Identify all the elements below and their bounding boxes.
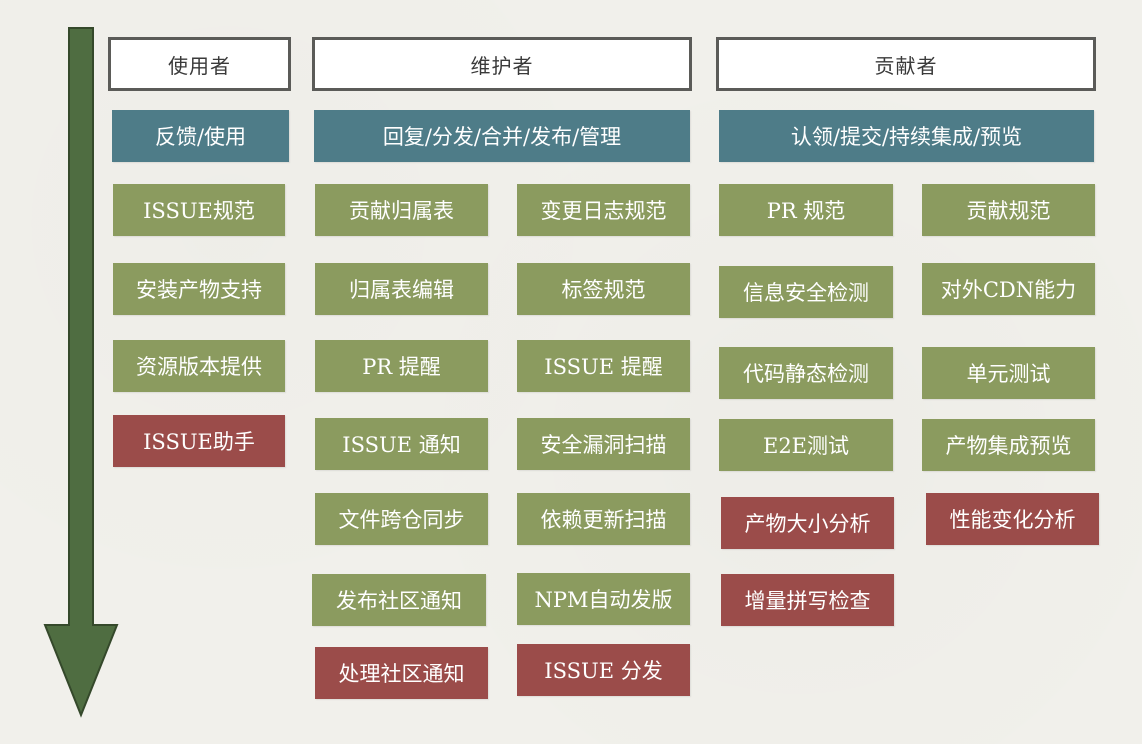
header-user: 使用者 xyxy=(108,37,291,91)
node-issue-dispatch: ISSUE 分发 xyxy=(517,644,690,696)
node-static-code-check: 代码静态检测 xyxy=(719,347,893,399)
node-issue-assistant: ISSUE助手 xyxy=(113,415,285,467)
node-changelog-spec: 变更日志规范 xyxy=(517,184,690,236)
node-attribution-edit: 归属表编辑 xyxy=(315,263,488,315)
node-e2e-test: E2E测试 xyxy=(719,419,893,471)
node-issue-spec: ISSUE规范 xyxy=(113,184,285,236)
node-publish-community-notice: 发布社区通知 xyxy=(312,574,486,626)
node-pr-reminder: PR 提醒 xyxy=(315,340,488,392)
category-user: 反馈/使用 xyxy=(112,110,289,162)
node-npm-auto-release: NPM自动发版 xyxy=(517,573,690,625)
header-maintainer: 维护者 xyxy=(312,37,692,91)
node-unit-test: 单元测试 xyxy=(922,347,1095,399)
node-bundle-size-analysis: 产物大小分析 xyxy=(721,497,894,549)
category-contributor: 认领/提交/持续集成/预览 xyxy=(719,110,1094,162)
node-incremental-spell-check: 增量拼写检查 xyxy=(721,574,894,626)
node-issue-reminder: ISSUE 提醒 xyxy=(517,340,690,392)
flow-arrow xyxy=(43,27,119,718)
node-resource-version: 资源版本提供 xyxy=(113,340,285,392)
node-info-security-check: 信息安全检测 xyxy=(719,266,893,318)
node-pr-spec: PR 规范 xyxy=(719,184,893,236)
header-contributor: 贡献者 xyxy=(716,37,1096,91)
node-label-spec: 标签规范 xyxy=(517,263,690,315)
node-handle-community-notice: 处理社区通知 xyxy=(315,647,488,699)
node-install-artifact-support: 安装产物支持 xyxy=(113,263,285,315)
node-issue-notification: ISSUE 通知 xyxy=(315,418,488,470)
node-contribution-spec: 贡献规范 xyxy=(922,184,1095,236)
category-maintainer: 回复/分发/合并/发布/管理 xyxy=(314,110,690,162)
node-artifact-integration-preview: 产物集成预览 xyxy=(922,419,1095,471)
node-contribution-attribution-table: 贡献归属表 xyxy=(315,184,488,236)
node-security-vuln-scan: 安全漏洞扫描 xyxy=(517,418,690,470)
node-dependency-update-scan: 依赖更新扫描 xyxy=(517,493,690,545)
node-performance-change-analysis: 性能变化分析 xyxy=(926,493,1099,545)
flow-arrow-shape xyxy=(43,27,119,718)
node-external-cdn: 对外CDN能力 xyxy=(922,263,1095,315)
node-cross-repo-sync: 文件跨仓同步 xyxy=(315,493,488,545)
